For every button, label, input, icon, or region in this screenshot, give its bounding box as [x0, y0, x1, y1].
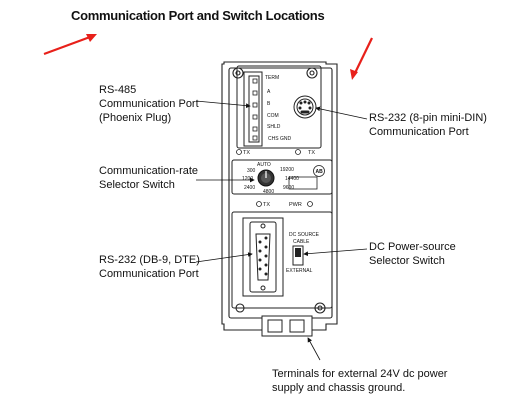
external-label: EXTERNAL [286, 268, 313, 274]
pwr-led [307, 201, 313, 207]
terminals-leader [307, 337, 321, 361]
term-label-com: COM [267, 113, 279, 119]
rs232-din-leader [315, 106, 368, 120]
rs232-db9-label: RS-232 (DB-9, DTE) Communication Port [99, 253, 200, 281]
comm-rate-label: Communication-rate Selector Switch [99, 164, 198, 192]
term-label-term: TERM [265, 75, 279, 81]
rs232-din-label: RS-232 (8-pin mini-DIN) Communication Po… [369, 111, 487, 139]
dc-power-label-line1: DC Power-source [369, 241, 456, 253]
tx-led-mid [256, 201, 262, 207]
red-arrow-right [350, 37, 373, 80]
rs232-db9-label-line1: RS-232 (DB-9, DTE) [99, 254, 200, 266]
rs485-label-line1: RS-485 [99, 84, 137, 96]
mini-din-port [293, 95, 317, 119]
term-label-shld: SHLD [267, 124, 281, 130]
dc-power-label-line2: Selector Switch [369, 255, 445, 267]
rate-300: 300 [247, 168, 256, 174]
ab-logo-text: AB [316, 169, 324, 175]
rs485-leader [195, 100, 251, 109]
tx-led-right-label: TX [308, 150, 315, 156]
ab-logo: AB [313, 165, 325, 177]
red-arrow-left [43, 34, 97, 56]
rate-auto-label: AUTO [257, 162, 271, 168]
term-label-a: A [267, 89, 271, 95]
dc-source-switch[interactable] [292, 245, 304, 266]
db9-port[interactable] [255, 223, 271, 291]
pwr-led-label: PWR [289, 202, 302, 208]
rs485-label: RS-485 Communication Port (Phoenix Plug) [99, 83, 199, 125]
rs232-db9-leader [195, 252, 253, 263]
rs485-label-line2: Communication Port [99, 98, 199, 110]
label-window [288, 176, 318, 190]
rate-2400: 2400 [244, 185, 255, 191]
term-label-b: B [267, 101, 271, 107]
term-label-chs-gnd: CHS GND [268, 136, 291, 142]
dc-source-label: DC SOURCE [289, 232, 320, 238]
tx-led-right [295, 149, 301, 155]
rs485-label-line3: (Phoenix Plug) [99, 112, 172, 124]
terminal-block [261, 315, 313, 337]
device-body [221, 61, 338, 331]
comm-rate-label-line2: Selector Switch [99, 179, 175, 191]
page-title: Communication Port and Switch Locations [71, 8, 325, 23]
terminals-label: Terminals for external 24V dc power supp… [272, 367, 447, 395]
tx-led-left [236, 149, 242, 155]
rate-19200: 19200 [280, 167, 294, 173]
rate-4800: 4800 [263, 189, 274, 195]
dc-power-leader [303, 248, 368, 257]
rs232-db9-label-line2: Communication Port [99, 268, 199, 280]
rs232-din-label-line2: Communication Port [369, 126, 469, 138]
top-compartment [236, 65, 322, 149]
lower-compartment [231, 211, 333, 309]
cable-label: CABLE [293, 239, 310, 245]
phoenix-plug-terminals [252, 78, 258, 141]
rate-1200: 1200 [242, 176, 253, 182]
tx-led-left-label: TX [243, 150, 250, 156]
comm-rate-label-line1: Communication-rate [99, 165, 199, 177]
comm-rate-panel [231, 159, 333, 195]
rs232-din-label-line1: RS-232 (8-pin mini-DIN) [369, 112, 487, 124]
tx-led-mid-label: TX [263, 202, 270, 208]
terminals-label-line1: Terminals for external 24V dc power [272, 368, 448, 380]
rate-14400: 14400 [285, 176, 299, 182]
dc-power-label: DC Power-source Selector Switch [369, 240, 456, 268]
rate-selector-knob[interactable] [257, 169, 275, 187]
terminals-label-line2: supply and chassis ground. [272, 382, 406, 394]
